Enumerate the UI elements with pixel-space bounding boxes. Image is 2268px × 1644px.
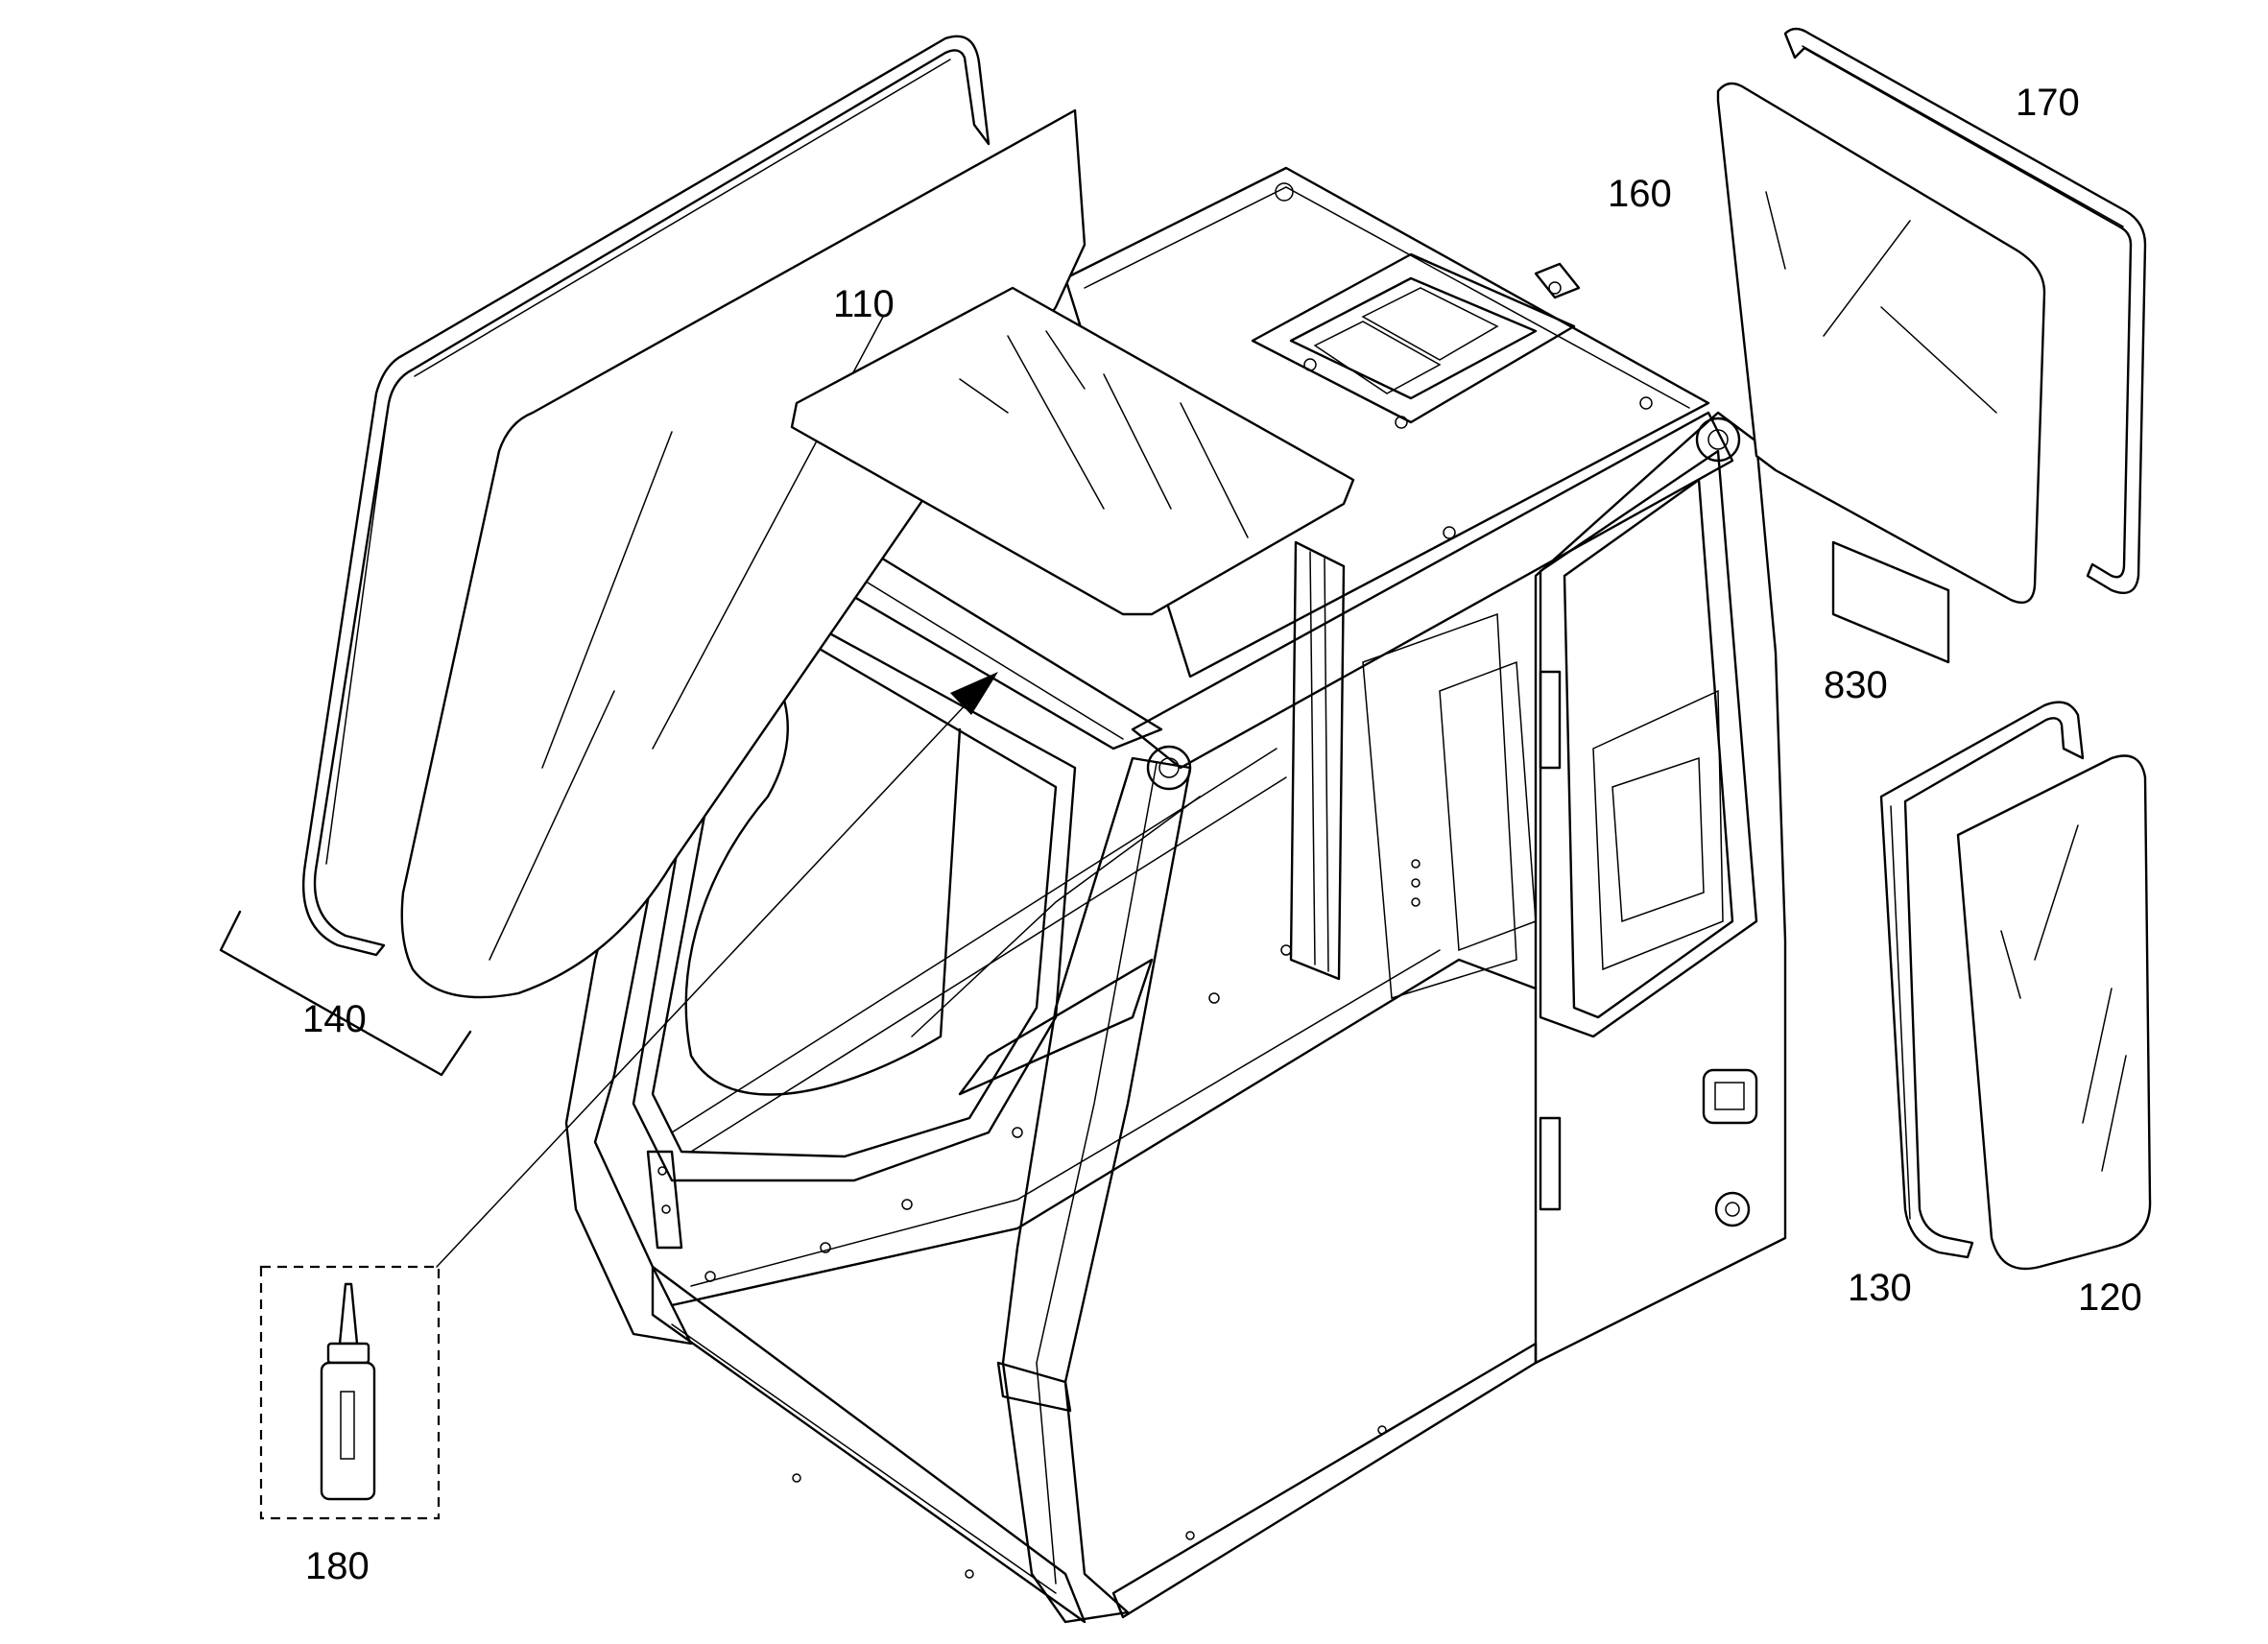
- label-110: 110: [833, 283, 895, 325]
- label-180: 180: [305, 1545, 370, 1587]
- part-170-seal: [1783, 27, 2147, 595]
- part-110-roof-glass: [790, 286, 1355, 616]
- leader-arrowhead-icon: [950, 672, 998, 715]
- label-160: 160: [1608, 173, 1672, 215]
- label-170: 170: [2016, 82, 2080, 124]
- part-120-glass: [1956, 754, 2152, 1271]
- label-140: 140: [302, 998, 367, 1040]
- part-180-sealant: [259, 672, 998, 1520]
- part-830-decal: [1831, 540, 1950, 664]
- part-160-glass: [1716, 82, 2046, 605]
- part-140-windshield: [219, 35, 1086, 1077]
- label-120: 120: [2078, 1276, 2142, 1319]
- label-130: 130: [1848, 1267, 1912, 1309]
- label-830: 830: [1824, 664, 1888, 706]
- part-130-seal: [1879, 701, 2085, 1259]
